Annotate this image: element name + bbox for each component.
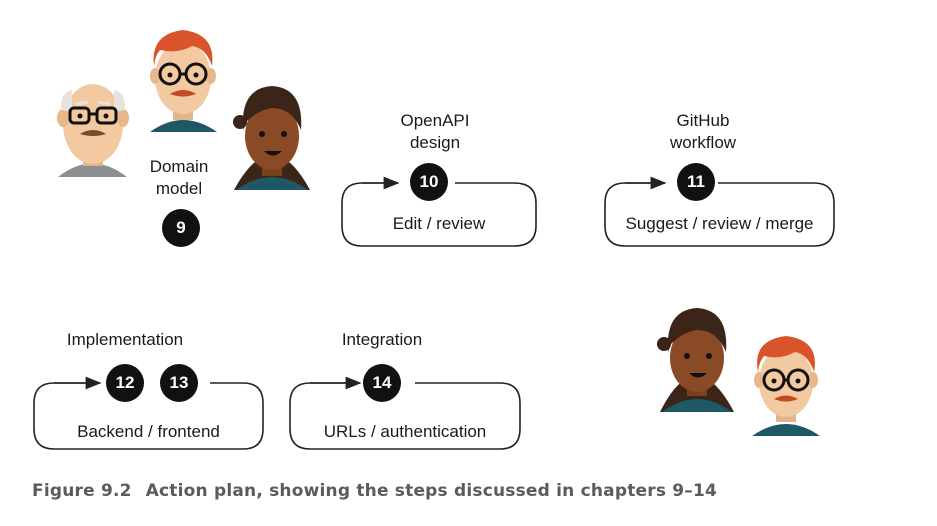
urls-authentication-label: URLs / authentication bbox=[323, 422, 487, 441]
step-10-loop bbox=[341, 176, 537, 247]
suggest-review-merge-label: Suggest / review / merge bbox=[625, 214, 814, 233]
openapi-line2: design bbox=[409, 133, 461, 152]
bald-man-avatar bbox=[57, 84, 129, 177]
step-12-13-loop bbox=[33, 376, 264, 450]
domain-model-line2: model bbox=[155, 179, 203, 198]
dark-haired-woman-avatar bbox=[233, 86, 310, 190]
figure-caption: Figure 9.2 Action plan, showing the steps… bbox=[32, 481, 717, 501]
step-9-badge: 9 bbox=[162, 209, 200, 247]
step-11-loop bbox=[604, 176, 835, 247]
red-haired-man-avatar bbox=[150, 30, 217, 132]
openapi-line1: OpenAPI bbox=[400, 111, 470, 130]
step-12-badge: 12 bbox=[106, 364, 144, 402]
integration-label: Integration bbox=[341, 330, 423, 349]
domain-model-line1: Domain bbox=[149, 157, 209, 176]
step-13-badge: 13 bbox=[160, 364, 198, 402]
github-line2: workflow bbox=[669, 133, 737, 152]
openapi-design-label: OpenAPI design bbox=[380, 110, 490, 154]
implementation-label: Implementation bbox=[66, 330, 184, 349]
step-11-badge: 11 bbox=[677, 163, 715, 201]
figure-caption-text: Action plan, showing the steps discussed… bbox=[145, 481, 718, 501]
step-10-badge: 10 bbox=[410, 163, 448, 201]
red-haired-man-avatar-2 bbox=[752, 336, 820, 436]
backend-frontend-label: Backend / frontend bbox=[77, 422, 220, 441]
github-line1: GitHub bbox=[676, 111, 730, 130]
edit-review-label: Edit / review bbox=[392, 214, 486, 233]
domain-model-label: Domain model bbox=[140, 156, 218, 200]
dark-haired-woman-avatar-2 bbox=[657, 308, 734, 412]
step-14-badge: 14 bbox=[363, 364, 401, 402]
figure-number: Figure 9.2 bbox=[32, 481, 132, 501]
github-workflow-label: GitHub workflow bbox=[648, 110, 758, 154]
step-14-loop bbox=[289, 376, 521, 450]
